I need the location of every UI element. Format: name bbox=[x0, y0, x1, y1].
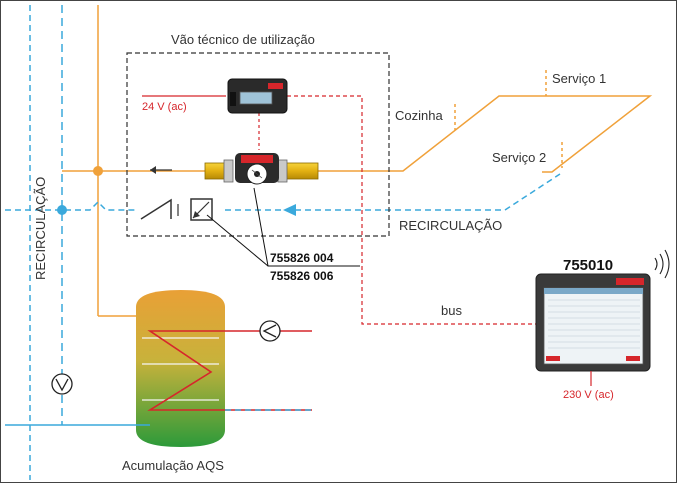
display-meter-icon bbox=[227, 78, 288, 114]
device-code-label: 755010 bbox=[563, 257, 613, 274]
pump-icon bbox=[259, 320, 281, 342]
service2-label: Serviço 2 bbox=[492, 150, 546, 165]
recirculation-pipe-horizontal bbox=[5, 200, 135, 211]
voltage-meter-label: 24 V (ac) bbox=[142, 101, 187, 113]
box-title: Vão técnico de utilização bbox=[171, 32, 315, 47]
tank-label: Acumulação AQS bbox=[122, 458, 224, 473]
heating-coil bbox=[147, 330, 312, 411]
kitchen-label: Cozinha bbox=[395, 108, 443, 123]
check-valve-icon bbox=[140, 166, 179, 220]
recirculation-return-line bbox=[225, 173, 561, 211]
code-label-1: 755826 004 bbox=[270, 251, 334, 265]
recirculation-arrow bbox=[283, 204, 296, 216]
hot-water-service-line bbox=[318, 95, 653, 173]
signal-bus-line bbox=[287, 95, 536, 325]
callout-line-valve bbox=[206, 214, 269, 267]
balancing-valve-icon bbox=[190, 198, 213, 221]
bus-label: bus bbox=[441, 303, 462, 318]
hot-water-junction bbox=[93, 166, 103, 176]
wireless-icon bbox=[654, 249, 670, 279]
meter-icon bbox=[204, 153, 319, 185]
code-label-2: 755826 006 bbox=[270, 269, 334, 283]
technical-space-box bbox=[126, 52, 390, 237]
voltage-device-label: 230 V (ac) bbox=[563, 389, 614, 401]
recirculation-horizontal-label: RECIRCULAÇÃO bbox=[399, 218, 502, 233]
hot-water-tank bbox=[136, 290, 225, 447]
recirculation-vertical-label: RECIRCULAÇÃO bbox=[33, 177, 48, 280]
monitoring-device-icon bbox=[535, 273, 651, 372]
recirculation-junction bbox=[57, 205, 67, 215]
service1-label: Serviço 1 bbox=[552, 71, 606, 86]
recirculation-pump-icon bbox=[51, 373, 73, 395]
